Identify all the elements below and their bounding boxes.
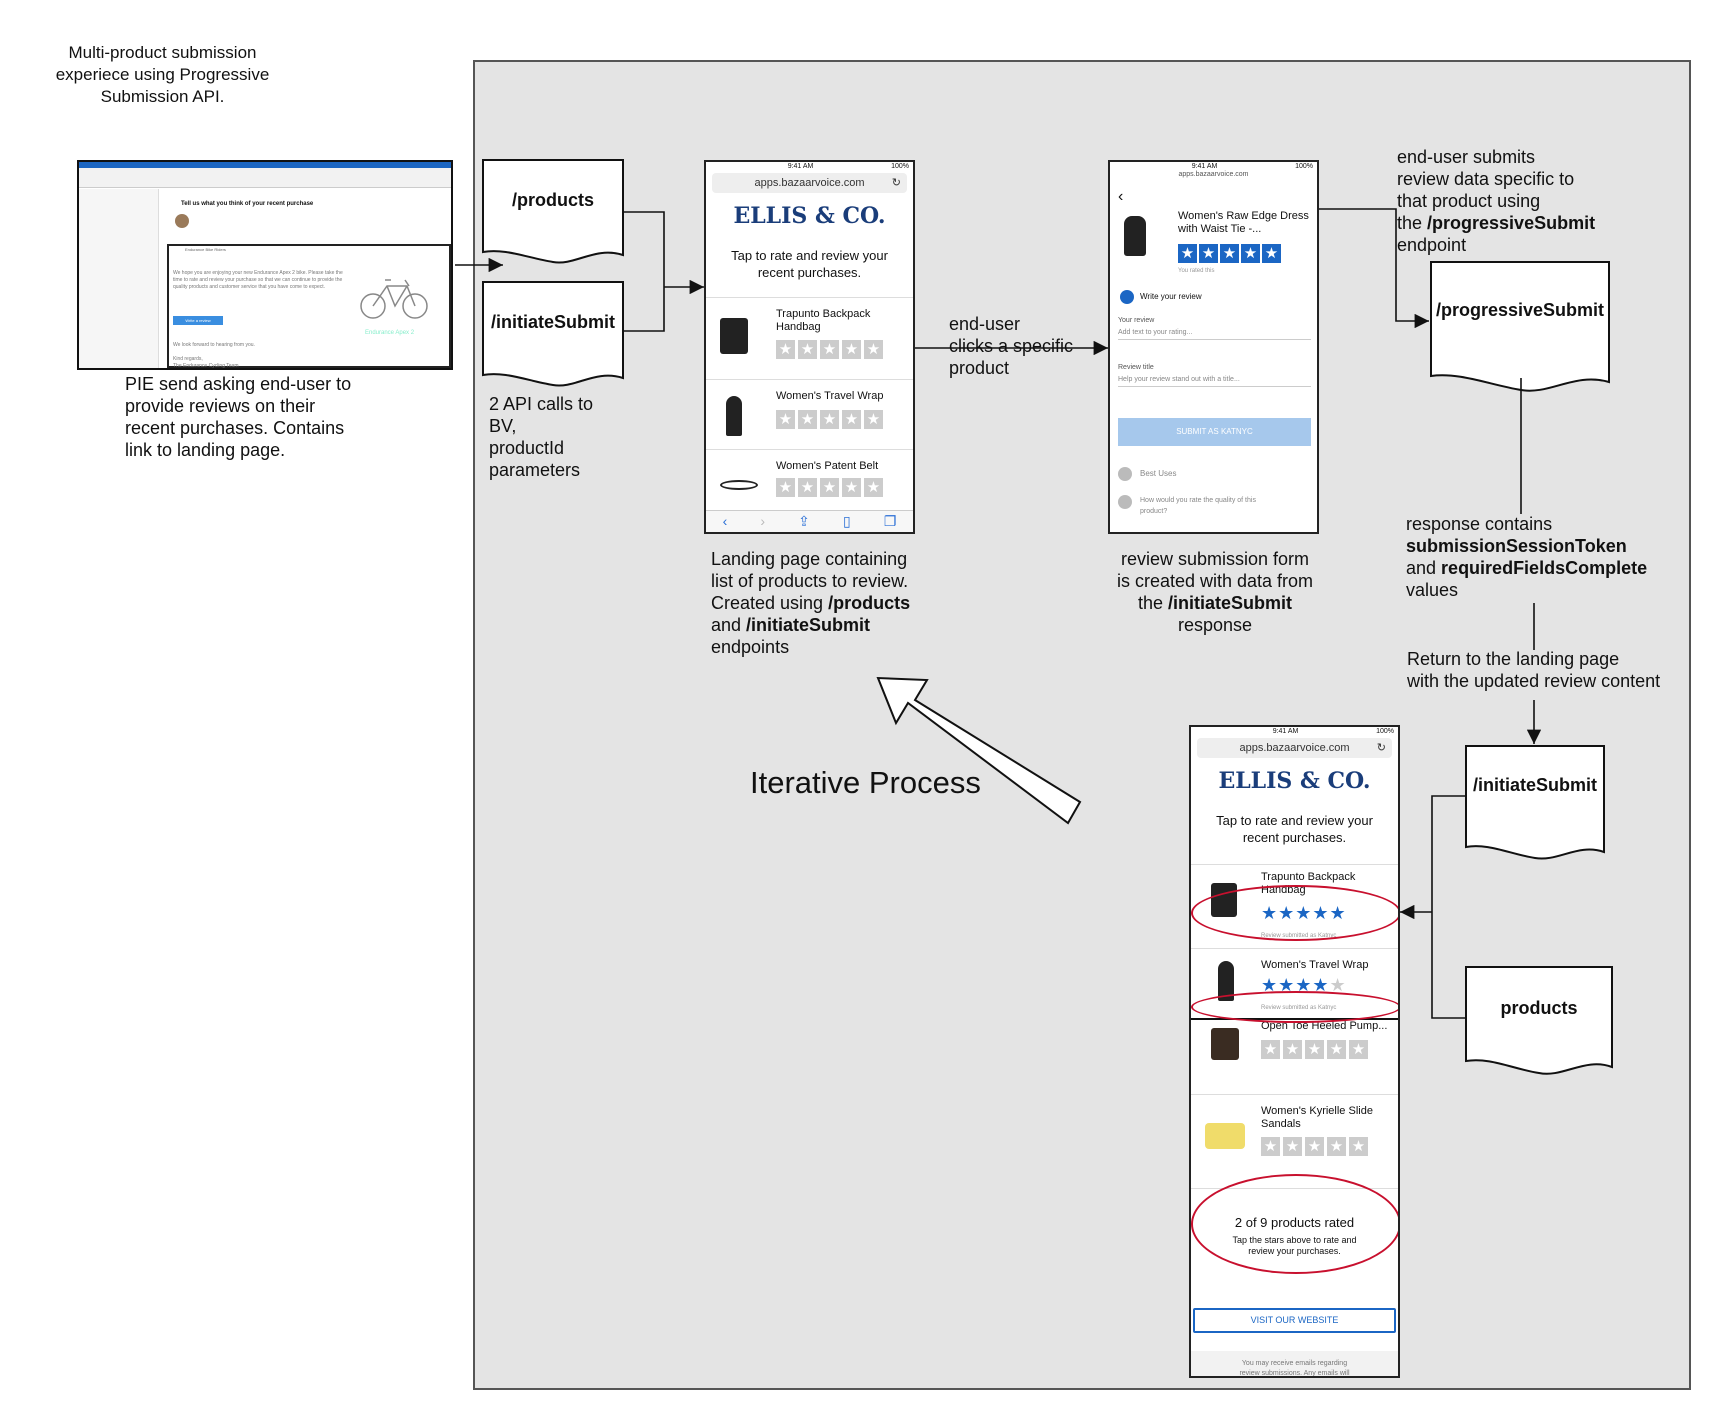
step-3-label: How would you rate the quality of this p…: [1140, 497, 1256, 515]
submit-button[interactable]: SUBMIT AS KATNYC: [1118, 418, 1311, 446]
bike-caption: Endurance Apex 2: [365, 330, 415, 336]
back-chevron-icon[interactable]: ‹: [1118, 188, 1124, 205]
note-landing: Landing page containing list of products…: [711, 549, 911, 657]
status-time: 9:41 AM: [1191, 163, 1218, 170]
doc-label-products2: products: [1500, 998, 1578, 1018]
write-review-button[interactable]: Write a review: [173, 316, 223, 325]
star-rating[interactable]: ★★★★★: [1261, 1137, 1368, 1156]
email-signoff: Kind regards, The Endurance Cycling Team: [173, 356, 239, 369]
note-form: review submission form is created with d…: [1116, 549, 1314, 635]
form-rating-stars[interactable]: ★★★★★: [1178, 244, 1281, 263]
product-name: Trapunto Backpack Handbag: [776, 308, 871, 333]
email-body: We hope you are enjoying your new Endura…: [173, 270, 343, 290]
form-phone: 9:41 AM 100% apps.bazaarvoice.com ‹ Women…: [1108, 160, 1319, 534]
doc-label-progressive: /progressiveSubmit: [1435, 300, 1605, 320]
url-bar[interactable]: apps.bazaarvoice.com↻: [1197, 738, 1392, 758]
tabs-icon[interactable]: ❐: [883, 513, 897, 529]
email-sender: Endurance Bike Riders: [185, 247, 226, 252]
footer-note: You may receive emails regarding review …: [1191, 1351, 1398, 1376]
backpack-thumb: [720, 318, 748, 354]
landing-phone: 9:41 AM 100% apps.bazaarvoice.com↻ ELLIS …: [704, 160, 915, 534]
browser-toolbar: ‹ › ⇪ ▯ ❐: [706, 510, 913, 532]
product-name: Open Toe Heeled Pump...: [1261, 1020, 1388, 1032]
email-subject: Tell us what you think of your recent pu…: [181, 201, 314, 207]
forward-icon[interactable]: ›: [760, 513, 766, 529]
list-item[interactable]: Women's Travel Wrap ★★★★★: [706, 379, 913, 449]
sandal-thumb: [1205, 1123, 1245, 1149]
brand-logo: ELLIS & CO.: [1218, 768, 1371, 794]
status-battery: 100%: [1295, 163, 1313, 170]
star-rating[interactable]: ★★★★★: [776, 340, 883, 359]
star-rating[interactable]: ★★★★★: [776, 478, 883, 497]
bicycle-icon: [360, 279, 428, 319]
product-name: Women's Patent Belt: [776, 460, 879, 472]
bookmarks-icon[interactable]: ▯: [843, 513, 851, 529]
title-label: Review title: [1118, 364, 1154, 371]
note-return: Return to the landing page with the upda…: [1407, 649, 1661, 691]
email-caption: PIE send asking end-user to provide revi…: [125, 374, 352, 460]
share-icon[interactable]: ⇪: [798, 513, 810, 529]
iterative-panel: [473, 60, 1691, 1390]
sender-avatar: [175, 214, 189, 228]
product-name: Women's Kyrielle Slide Sandals: [1261, 1105, 1373, 1130]
form-product-name: Women's Raw Edge Dress with Waist Tie -.…: [1178, 210, 1309, 235]
travel-wrap-thumb: [1218, 961, 1234, 1001]
status-time: 9:41 AM: [1272, 728, 1299, 735]
status-battery: 100%: [891, 163, 909, 170]
review-input[interactable]: Add text to your rating...: [1118, 329, 1311, 340]
tap-instruction: Tap to rate and review your recent purch…: [731, 248, 888, 280]
back-icon[interactable]: ‹: [722, 513, 728, 529]
step-2-badge: [1118, 467, 1132, 481]
dress-thumb: [1124, 216, 1146, 256]
review-label: Your review: [1118, 317, 1155, 324]
doc-label-initiate: /initiateSubmit: [490, 312, 615, 332]
updated-landing-phone: 9:41 AM 100% apps.bazaarvoice.com↻ ELLIS …: [1189, 725, 1400, 1378]
list-item[interactable]: Women's Patent Belt ★★★★★: [706, 449, 913, 499]
product-name: Women's Travel Wrap: [776, 390, 884, 402]
email-message-frame: Endurance Bike Riders We hope you are en…: [167, 244, 451, 368]
note-response: response contains submissionSessionToken…: [1406, 514, 1648, 600]
doc-label-products: /products: [511, 190, 594, 210]
step-2-label: Best Uses: [1140, 469, 1177, 478]
visit-website-button[interactable]: VISIT OUR WEBSITE: [1193, 1308, 1396, 1333]
status-time: 9:41 AM: [787, 163, 814, 170]
url-bar[interactable]: apps.bazaarvoice.com: [1178, 171, 1249, 178]
iterative-label: Iterative Process: [750, 765, 981, 800]
url-bar[interactable]: apps.bazaarvoice.com↻: [712, 173, 907, 193]
star-rating[interactable]: ★★★★★: [776, 410, 883, 429]
highlight-oval: [1191, 885, 1398, 941]
title-input[interactable]: Help your review stand out with a title.…: [1118, 376, 1311, 387]
note-clicks: end-user clicks a specific product: [949, 314, 1074, 378]
star-rating-4[interactable]: ★★★★★: [1261, 975, 1347, 995]
brand-logo: ELLIS & CO.: [733, 203, 886, 229]
rated-stamp: You rated this: [1178, 268, 1215, 274]
star-rating[interactable]: ★★★★★: [1261, 1040, 1368, 1059]
list-item[interactable]: Open Toe Heeled Pump... ★★★★★: [1191, 1018, 1398, 1094]
travel-wrap-thumb: [726, 396, 742, 436]
diagram-title-note: Multi-product submission experiece using…: [55, 43, 270, 106]
list-item[interactable]: Trapunto Backpack Handbag ★★★★★: [706, 297, 913, 379]
note-submits: end-user submits review data specific to…: [1397, 147, 1596, 255]
pump-thumb: [1211, 1028, 1239, 1060]
list-item[interactable]: Women's Kyrielle Slide Sandals ★★★★★: [1191, 1094, 1398, 1188]
product-name: Women's Travel Wrap: [1261, 959, 1369, 971]
highlight-oval: [1191, 1174, 1398, 1274]
highlight-oval: [1191, 991, 1398, 1023]
reload-icon[interactable]: ↻: [1376, 742, 1386, 754]
belt-thumb: [720, 480, 758, 490]
email-screenshot: Tell us what you think of your recent pu…: [77, 160, 453, 370]
doc-label-initiate2: /initiateSubmit: [1472, 775, 1597, 795]
reload-icon[interactable]: ↻: [891, 177, 901, 189]
email-closing: We look forward to hearing from you.: [173, 342, 255, 348]
status-battery: 100%: [1376, 728, 1394, 735]
tap-instruction: Tap to rate and review your recent purch…: [1216, 813, 1373, 845]
step-3-badge: [1118, 495, 1132, 509]
step-1-badge: [1120, 290, 1134, 304]
step-1-label: Write your review: [1140, 292, 1202, 301]
note-api-calls: 2 API calls to BV, productId parameters: [489, 394, 594, 480]
